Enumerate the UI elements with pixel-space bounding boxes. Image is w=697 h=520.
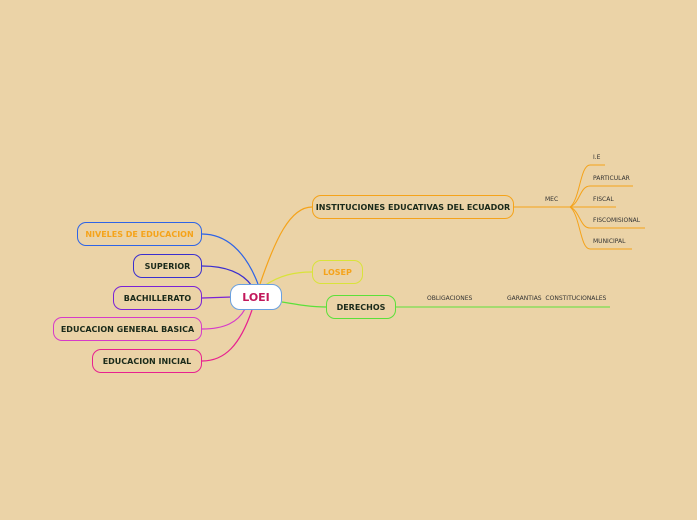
leaf-particular[interactable]: PARTICULAR: [593, 175, 630, 182]
leaf-garantias-constitucionales[interactable]: GARANTIAS CONSTITUCIONALES: [507, 295, 607, 302]
node-label: EDUCACION GENERAL BASICA: [60, 324, 195, 334]
link-fiscomisional: [569, 206, 645, 229]
node-educacion-inicial[interactable]: EDUCACION INICIAL: [92, 349, 202, 373]
link-ie: [569, 164, 605, 208]
link-niveles: [201, 233, 259, 285]
node-bachillerato[interactable]: BACHILLERATO: [113, 286, 202, 310]
center-label: LOEI: [242, 290, 270, 304]
node-label: INSTITUCIONES EDUCATIVAS DEL ECUADOR: [315, 202, 511, 212]
node-niveles-de-educacion[interactable]: NIVELES DE EDUCACION: [77, 222, 202, 246]
link-losep: [263, 271, 313, 287]
link-general: [201, 308, 246, 330]
leaf-fiscal[interactable]: FISCAL: [593, 196, 614, 203]
leaf-municipal[interactable]: MUNICIPAL: [593, 238, 626, 245]
node-label: NIVELES DE EDUCACION: [85, 229, 194, 239]
node-superior[interactable]: SUPERIOR: [133, 254, 202, 278]
node-label: LOSEP: [323, 267, 352, 277]
node-label: SUPERIOR: [144, 261, 191, 271]
node-instituciones-educativas[interactable]: INSTITUCIONES EDUCATIVAS DEL ECUADOR: [312, 195, 514, 219]
link-bachillerato: [201, 296, 233, 299]
link-inicial: [201, 309, 253, 362]
leaf-obligaciones[interactable]: OBLIGACIONES: [427, 295, 473, 302]
link-superior: [201, 265, 253, 287]
leaf-ie[interactable]: I.E: [593, 154, 601, 161]
link-particular: [569, 185, 633, 208]
node-educacion-general-basica[interactable]: EDUCACION GENERAL BASICA: [53, 317, 202, 341]
link-instituciones: [259, 206, 313, 285]
node-label: DERECHOS: [336, 302, 386, 312]
node-label: EDUCACION INICIAL: [102, 356, 192, 366]
center-node-loei[interactable]: LOEI: [230, 284, 282, 310]
leaf-mec[interactable]: MEC: [545, 196, 559, 203]
leaf-fiscomisional[interactable]: FISCOMISIONAL: [593, 217, 641, 224]
link-municipal: [569, 206, 632, 250]
node-derechos[interactable]: DERECHOS: [326, 295, 396, 319]
link-derechos: [281, 301, 327, 308]
node-losep[interactable]: LOSEP: [312, 260, 363, 284]
node-label: BACHILLERATO: [123, 293, 192, 303]
